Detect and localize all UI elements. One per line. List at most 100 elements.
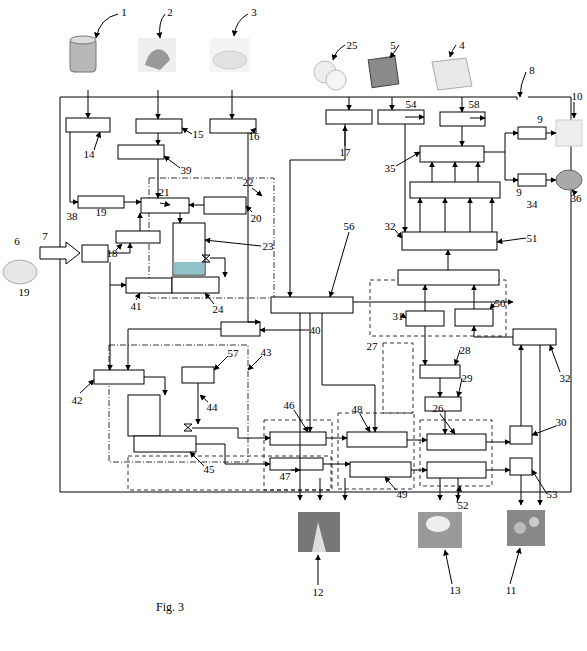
emission-picture — [298, 512, 340, 552]
callout-number: 1 — [121, 7, 127, 18]
leader-line — [160, 203, 170, 205]
callout-leaders — [80, 14, 574, 585]
leader-line — [455, 350, 460, 365]
flow-arrow — [158, 90, 159, 119]
leader-line — [136, 293, 140, 300]
leader-line — [318, 555, 319, 585]
flow-arrow — [486, 442, 510, 443]
flow-arrow — [470, 198, 471, 232]
leader-line — [574, 102, 575, 118]
flow-arrow — [353, 302, 513, 303]
process-box — [221, 322, 260, 336]
leader-line — [405, 117, 424, 118]
callout-number: 43 — [261, 347, 272, 358]
process-box — [518, 127, 546, 139]
flow-arrow — [462, 97, 463, 112]
flow-arrow — [405, 124, 406, 232]
callout-number: 10 — [572, 91, 583, 102]
tank — [128, 395, 160, 436]
leader-line — [214, 356, 228, 370]
leader-line — [385, 477, 396, 490]
flow-arrow — [323, 464, 350, 465]
product-picture — [556, 120, 582, 146]
flow-arrow — [322, 313, 375, 432]
flow-arrow — [70, 132, 78, 202]
flow-arrow — [445, 198, 446, 232]
callout-number: 35 — [385, 163, 396, 174]
unit-outline — [383, 343, 413, 413]
leader-line — [532, 470, 547, 494]
plate-picture — [368, 56, 399, 87]
callout-number: 29 — [462, 373, 473, 384]
process-box — [420, 365, 460, 378]
flow-arrow — [420, 198, 421, 232]
flow-arrow — [192, 428, 270, 438]
leader-line — [182, 128, 192, 134]
process-box — [172, 277, 219, 293]
leader-line — [291, 470, 300, 471]
callout-number: 3 — [251, 7, 257, 18]
callout-number: 6 — [14, 236, 20, 247]
flow-arrow — [486, 470, 510, 471]
process-box — [510, 458, 532, 475]
leader-line — [205, 293, 214, 304]
callout-number: 28 — [460, 345, 471, 356]
callout-number: 15 — [193, 129, 204, 140]
leader-line — [246, 206, 252, 212]
unit-outline — [128, 456, 331, 490]
leader-line — [94, 132, 100, 150]
callout-number: 58 — [469, 99, 480, 110]
callout-number: 14 — [84, 149, 95, 160]
flow-arrow — [232, 90, 233, 119]
process-box — [410, 182, 500, 198]
callout-number: 41 — [131, 301, 142, 312]
flow-arrow — [326, 438, 347, 439]
flow-arrow — [407, 440, 427, 441]
leader-line — [458, 378, 462, 397]
process-box — [350, 462, 411, 477]
valve-symbol — [202, 255, 210, 262]
leader-line — [330, 232, 349, 297]
leader-line — [205, 240, 261, 246]
flow-arrow — [320, 478, 321, 500]
callout-number: 22 — [243, 177, 254, 188]
leader-line — [80, 380, 94, 393]
flow-arrow — [474, 285, 475, 309]
callout-number: 49 — [397, 489, 408, 500]
flow-arrow — [425, 326, 426, 365]
callout-number: 25 — [347, 40, 358, 51]
powder-picture — [210, 38, 250, 72]
leader-line — [333, 45, 345, 60]
flow-arrow — [478, 162, 479, 182]
process-box — [378, 110, 424, 124]
flow-arrow — [210, 258, 225, 277]
flow-arrow — [521, 345, 522, 426]
callout-number: 39 — [181, 165, 192, 176]
callout-number: 7 — [42, 231, 48, 242]
flow-arrow — [546, 133, 556, 134]
flow-arrow — [492, 198, 493, 232]
process-box — [518, 174, 546, 186]
callout-number: 8 — [529, 65, 535, 76]
process-box — [402, 232, 497, 250]
callout-number: 4 — [459, 40, 465, 51]
leader-line — [96, 14, 118, 38]
leader-line — [395, 230, 402, 238]
flow-arrow — [290, 124, 345, 297]
process-box — [126, 278, 172, 293]
flow-arrow — [144, 377, 165, 395]
callout-number: 53 — [547, 489, 558, 500]
smoke-picture — [418, 512, 462, 548]
process-box — [141, 198, 189, 213]
leader-line — [532, 426, 556, 435]
bottle-picture — [145, 49, 170, 70]
raw-material-pictures — [3, 36, 582, 552]
flow-arrow — [474, 326, 513, 337]
process-box — [271, 297, 353, 313]
valve-symbol — [184, 424, 192, 431]
callout-number: 54 — [406, 99, 417, 110]
flow-arrow — [110, 262, 111, 370]
callout-number: 52 — [458, 500, 469, 511]
leader-line — [190, 452, 204, 466]
unit-outline — [338, 413, 414, 489]
